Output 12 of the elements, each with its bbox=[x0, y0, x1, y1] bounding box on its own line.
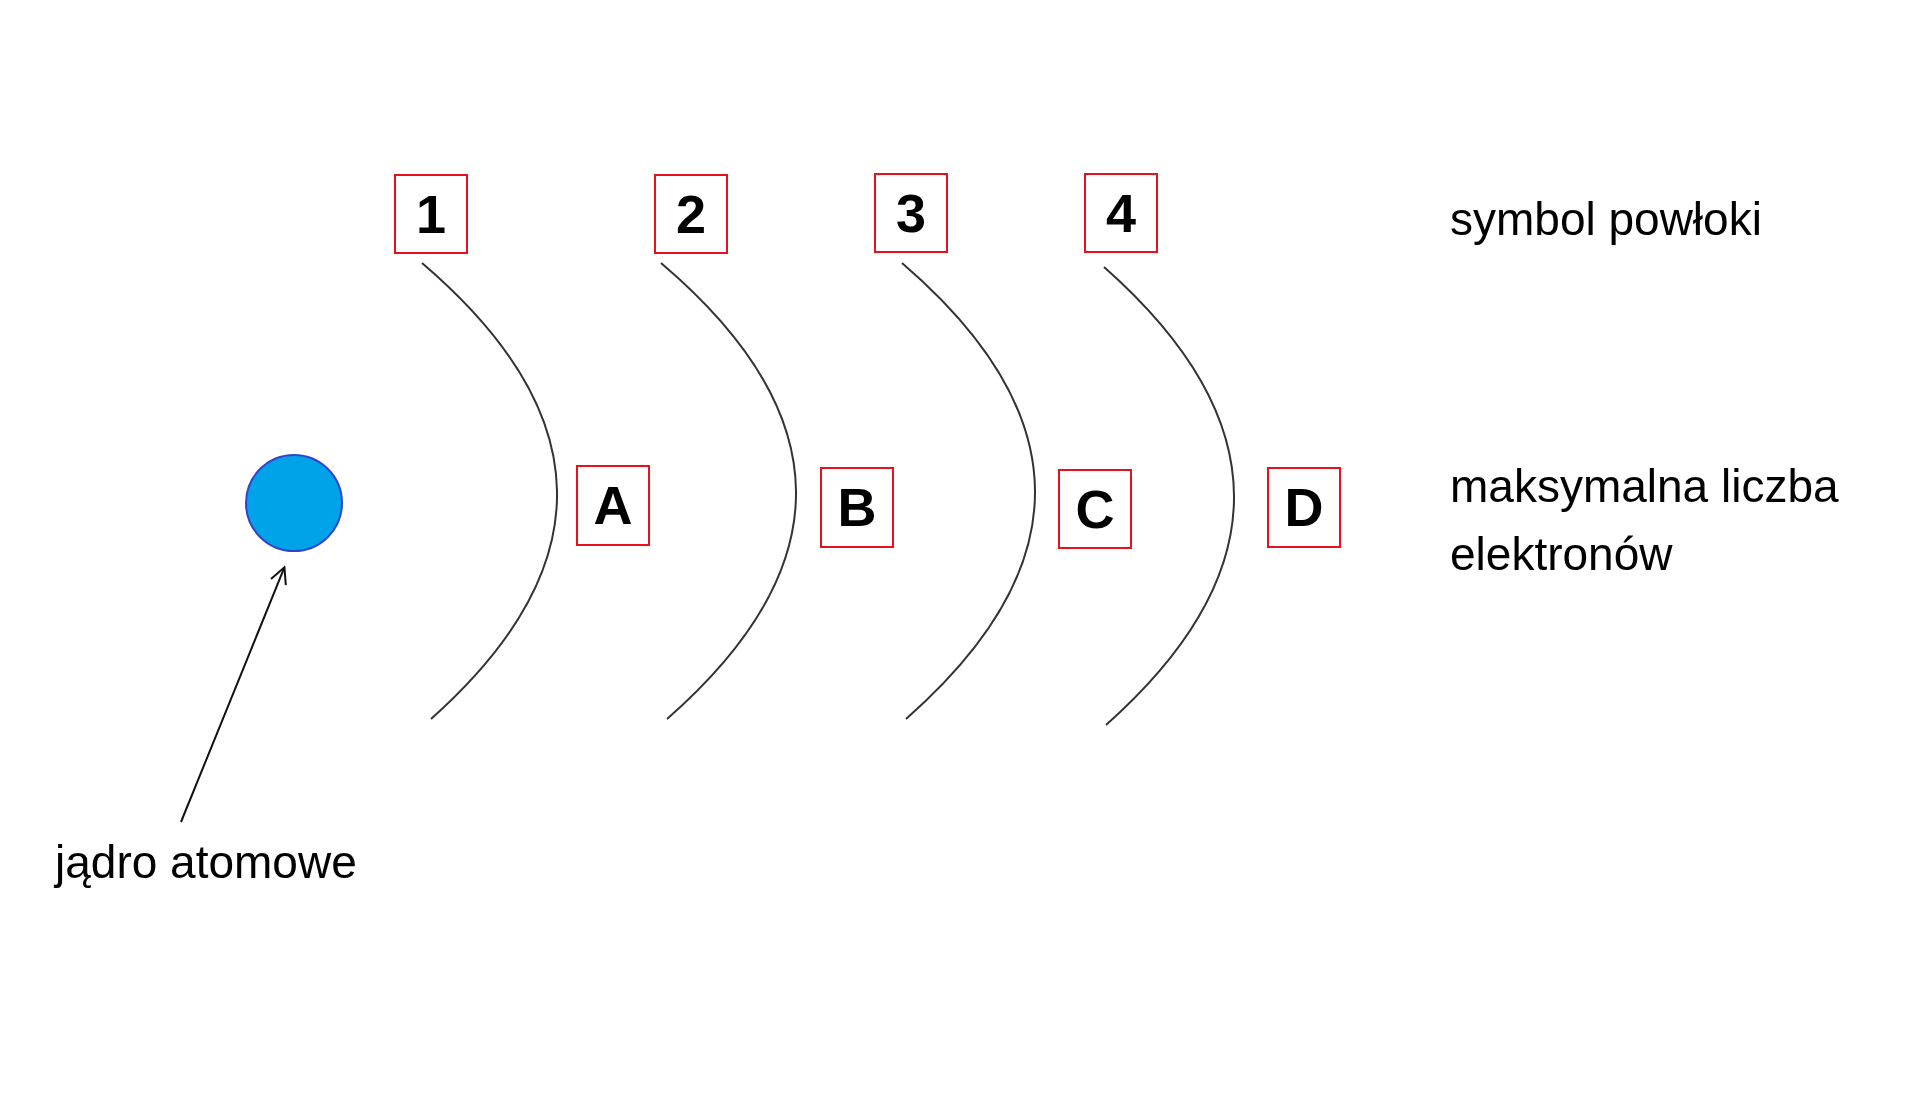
row-label: symbol powłoki bbox=[1450, 192, 1763, 247]
answer-box: B bbox=[820, 467, 894, 548]
answer-box: D bbox=[1267, 467, 1341, 548]
arrow bbox=[180, 566, 287, 823]
nucleus-label: jądro atomowe bbox=[55, 832, 435, 892]
answer-box: 4 bbox=[1084, 173, 1158, 253]
row-label: maksymalna liczba elektronów bbox=[1450, 459, 1840, 582]
answer-box: A bbox=[576, 465, 650, 546]
answer-box: 1 bbox=[394, 174, 468, 254]
answer-box: C bbox=[1058, 469, 1132, 549]
answer-box: 2 bbox=[654, 174, 728, 254]
answer-box: 3 bbox=[874, 173, 948, 253]
